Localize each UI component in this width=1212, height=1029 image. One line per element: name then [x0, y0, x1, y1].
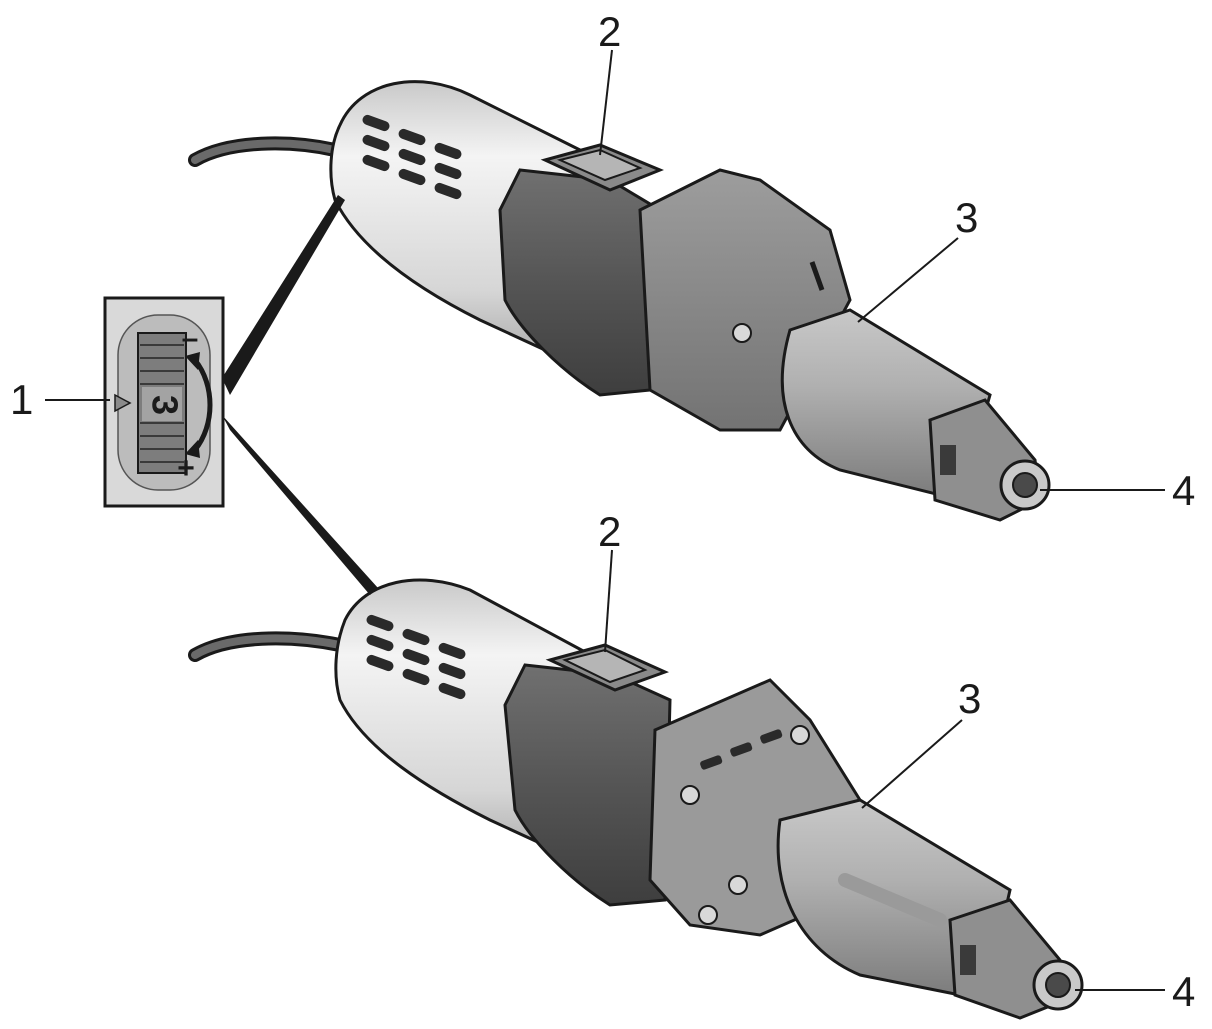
callout-1: 1: [10, 376, 33, 423]
bottom-vent-slots: [366, 614, 466, 700]
top-grinder: [188, 80, 1051, 522]
leader-3-bottom: [861, 719, 963, 809]
inset-connector-bottom: [222, 415, 378, 595]
speed-dial-value: 3: [144, 395, 185, 415]
dial-minus-sign: –: [182, 322, 199, 355]
adjust-arrow-icon: [193, 358, 213, 452]
callout-2-bottom: 2: [598, 508, 621, 555]
callout-2-top: 2: [598, 8, 621, 55]
bottom-grinder: [188, 578, 1084, 1020]
callout-3-bottom: 3: [958, 675, 981, 722]
callout-4-top: 4: [1172, 467, 1195, 514]
callout-4-bottom: 4: [1172, 968, 1195, 1015]
top-grip-band: [498, 168, 662, 397]
callout-3-top: 3: [955, 194, 978, 241]
leader-2-top: [599, 49, 613, 156]
leader-3-top: [857, 237, 959, 323]
callouts: [45, 49, 1165, 991]
bottom-grip-band: [503, 663, 672, 907]
leader-2-bottom: [604, 549, 613, 653]
speed-dial-inset: 3 – +: [103, 195, 378, 595]
dial-pointer-icon: [114, 393, 132, 413]
bottom-head-vents: [700, 729, 783, 770]
inset-connector-top: [222, 195, 345, 395]
top-vent-slots: [362, 114, 462, 200]
dial-plus-sign: +: [177, 452, 195, 485]
